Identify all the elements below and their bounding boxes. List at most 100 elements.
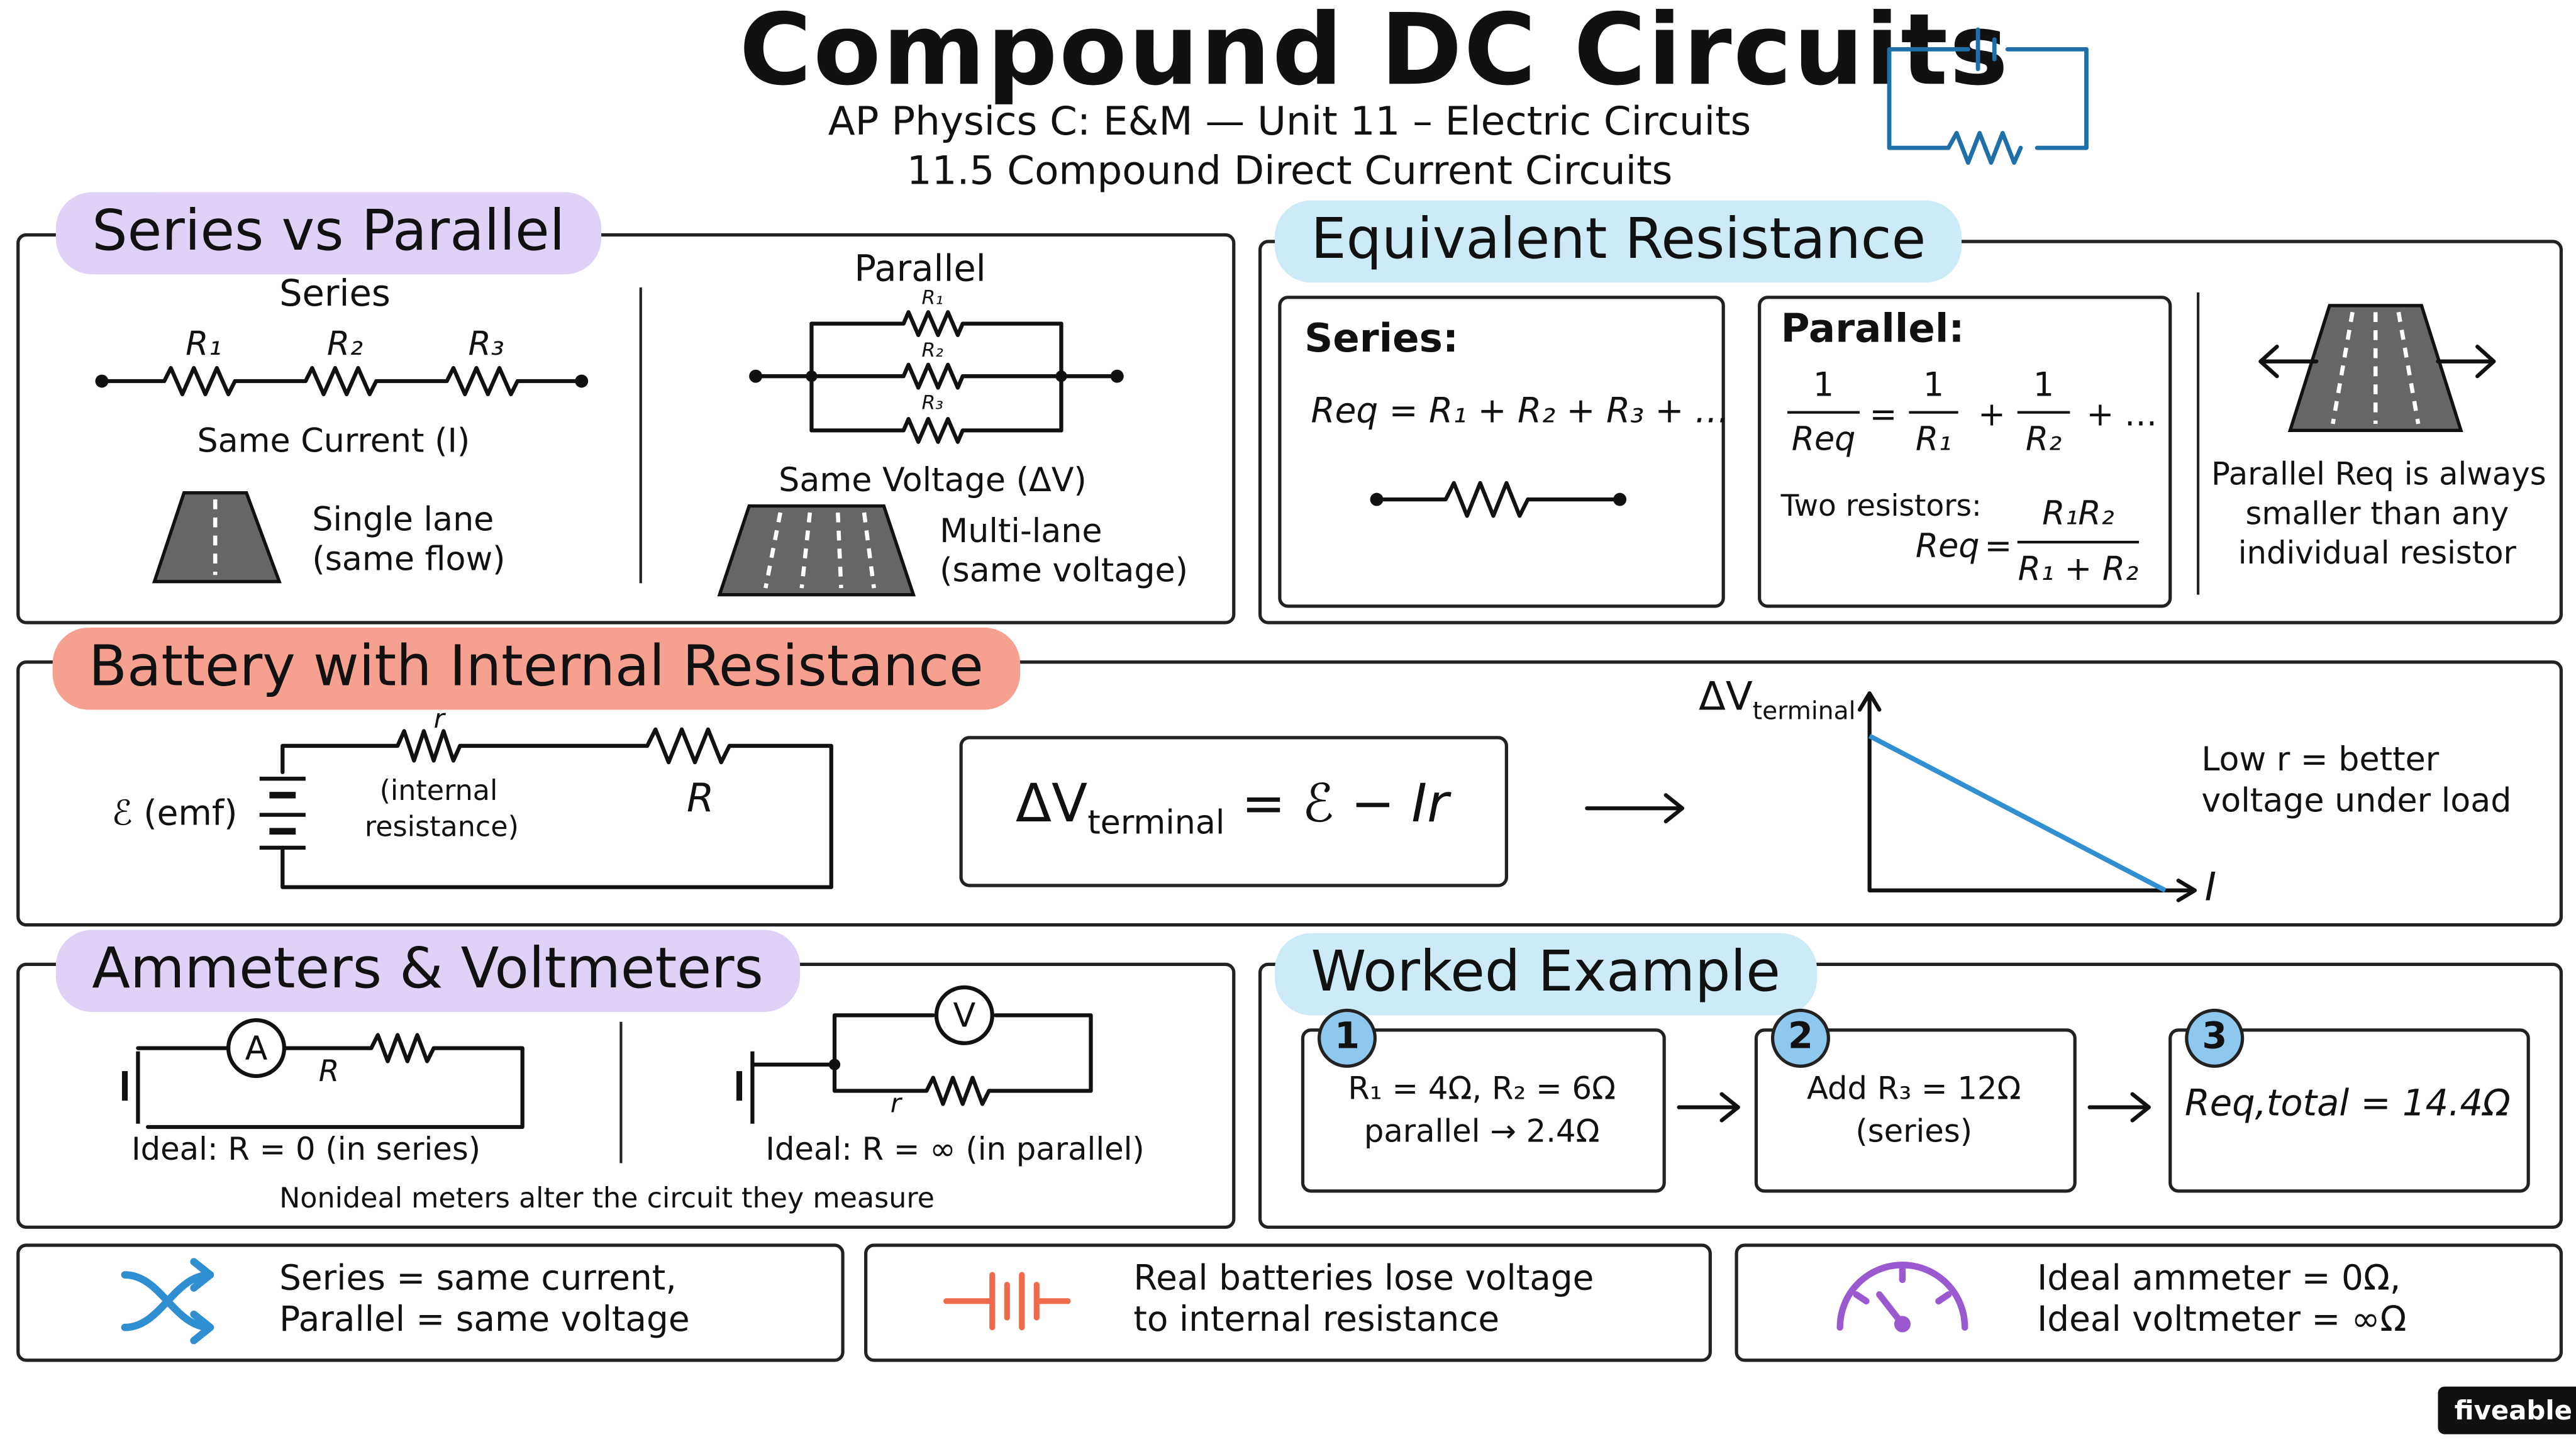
equivalent-resistance-heading: Equivalent Resistance bbox=[1275, 200, 1962, 283]
takeaway-1-line-2: Parallel = same voltage bbox=[279, 1299, 690, 1339]
series-formula: Req = R₁ + R₂ + R₃ + … bbox=[1311, 391, 1729, 431]
internal-resistance-line-1: (internal bbox=[379, 775, 498, 809]
step-3-box bbox=[2168, 1028, 2530, 1193]
parallel-r3-label: R₃ bbox=[921, 391, 943, 414]
parallel-formula-title: Parallel: bbox=[1780, 305, 1965, 352]
parallel-note-line-1: Parallel Req is always bbox=[2211, 457, 2546, 493]
terminal-voltage-formula-box bbox=[959, 736, 1508, 887]
low-r-note-line-1: Low r = better bbox=[2201, 739, 2440, 779]
fiveable-logo: fiveable bbox=[2438, 1386, 2576, 1435]
series-formula-box bbox=[1278, 296, 1725, 608]
parallel-num-lhs: 1 bbox=[1813, 364, 1835, 404]
step-1-box bbox=[1301, 1028, 1666, 1193]
parallel-note-line-3: individual resistor bbox=[2238, 535, 2516, 572]
multi-lane-label: Multi-lane bbox=[940, 511, 1102, 551]
parallel-formula-box bbox=[1758, 296, 2172, 608]
low-r-note-line-2: voltage under load bbox=[2201, 780, 2512, 820]
series-r1-label: R₁ bbox=[186, 323, 222, 364]
emf-label: ℰ (emf) bbox=[111, 793, 238, 833]
series-vs-parallel-heading: Series vs Parallel bbox=[55, 192, 601, 275]
two-resistors-req: Req bbox=[1915, 525, 1980, 565]
same-current-label: Same Current (I) bbox=[197, 420, 470, 460]
series-r2-label: R₂ bbox=[326, 323, 364, 364]
step-2-box bbox=[1754, 1028, 2077, 1193]
nonideal-meters-note: Nonideal meters alter the circuit they m… bbox=[279, 1182, 935, 1216]
parallel-r2-label: R₂ bbox=[921, 338, 943, 362]
step-1-line-1: R₁ = 4Ω, R₂ = 6Ω bbox=[1348, 1071, 1616, 1108]
parallel-den-r1: R₁ bbox=[1915, 419, 1952, 458]
voltmeter-r-label: r bbox=[890, 1087, 901, 1119]
parallel-req: Req bbox=[1791, 419, 1856, 458]
ammeter-ideal-label: Ideal: R = 0 (in series) bbox=[131, 1131, 481, 1169]
internal-resistance-line-2: resistance) bbox=[364, 811, 519, 845]
terminal-voltage-formula: ΔVterminal = ℰ − Ir bbox=[1015, 772, 1449, 842]
parallel-tail: + … bbox=[2086, 394, 2158, 434]
parallel-equals: = bbox=[1869, 394, 1897, 434]
graph-x-label: I bbox=[2204, 864, 2217, 911]
takeaway-3-line-1: Ideal ammeter = 0Ω, bbox=[2037, 1258, 2401, 1298]
worked-example-heading: Worked Example bbox=[1275, 933, 1817, 1016]
step-2-line-1: Add R₃ = 12Ω bbox=[1806, 1071, 2021, 1108]
meters-heading: Ammeters & Voltmeters bbox=[55, 930, 800, 1013]
parallel-label: Parallel bbox=[854, 250, 986, 291]
two-resistors-equals: = bbox=[1984, 525, 2012, 565]
takeaway-3-panel bbox=[1735, 1243, 2563, 1362]
page-title: Compound DC Circuits bbox=[739, 0, 2010, 109]
battery-heading: Battery with Internal Resistance bbox=[52, 627, 1020, 710]
terminal-voltage-line bbox=[1868, 733, 2167, 893]
voltmeter-symbol: V bbox=[953, 995, 976, 1035]
series-formula-title: Series: bbox=[1304, 315, 1459, 362]
parallel-r1-label: R₁ bbox=[921, 286, 943, 309]
takeaway-3-line-2: Ideal voltmeter = ∞Ω bbox=[2037, 1299, 2407, 1339]
series-label: Series bbox=[279, 274, 391, 316]
parallel-num-r1: 1 bbox=[1923, 364, 1945, 404]
graph-y-label: ΔVterminal bbox=[1699, 674, 1856, 726]
parallel-den-r2: R₂ bbox=[2025, 419, 2062, 458]
same-voltage-road-label: (same voltage) bbox=[940, 550, 1189, 590]
voltmeter-ideal-label: Ideal: R = ∞ (in parallel) bbox=[765, 1131, 1145, 1169]
step-2-line-2: (series) bbox=[1855, 1114, 1973, 1150]
step-3-line-1: Req,total = 14.4Ω bbox=[2184, 1084, 2511, 1126]
series-r3-label: R₃ bbox=[468, 323, 504, 364]
ammeter-symbol: A bbox=[245, 1028, 268, 1068]
load-resistor-label: R bbox=[686, 775, 714, 822]
takeaway-2-line-1: Real batteries lose voltage bbox=[1133, 1258, 1594, 1298]
parallel-plus: + bbox=[1978, 394, 2006, 434]
step-3-badge: 3 bbox=[2185, 1008, 2245, 1068]
same-flow-label: (same flow) bbox=[312, 538, 506, 579]
internal-r-label: r bbox=[433, 703, 445, 735]
parallel-num-r2: 1 bbox=[2033, 364, 2055, 404]
takeaway-1-panel bbox=[16, 1243, 845, 1362]
same-voltage-label: Same Voltage (ΔV) bbox=[779, 460, 1087, 500]
parallel-note-line-2: smaller than any bbox=[2245, 496, 2509, 533]
page-subtitle-2: 11.5 Compound Direct Current Circuits bbox=[906, 148, 1673, 194]
page-subtitle: AP Physics C: E&M — Unit 11 – Electric C… bbox=[828, 98, 1752, 145]
single-lane-label: Single lane bbox=[312, 499, 494, 539]
ammeter-resistor-label: R bbox=[318, 1055, 340, 1089]
step-1-badge: 1 bbox=[1317, 1008, 1377, 1068]
two-resistors-denominator: R₁ + R₂ bbox=[2018, 548, 2139, 589]
step-1-line-2: parallel → 2.4Ω bbox=[1363, 1114, 1600, 1150]
step-2-badge: 2 bbox=[1770, 1008, 1830, 1068]
two-resistors-label: Two resistors: bbox=[1780, 489, 1982, 525]
